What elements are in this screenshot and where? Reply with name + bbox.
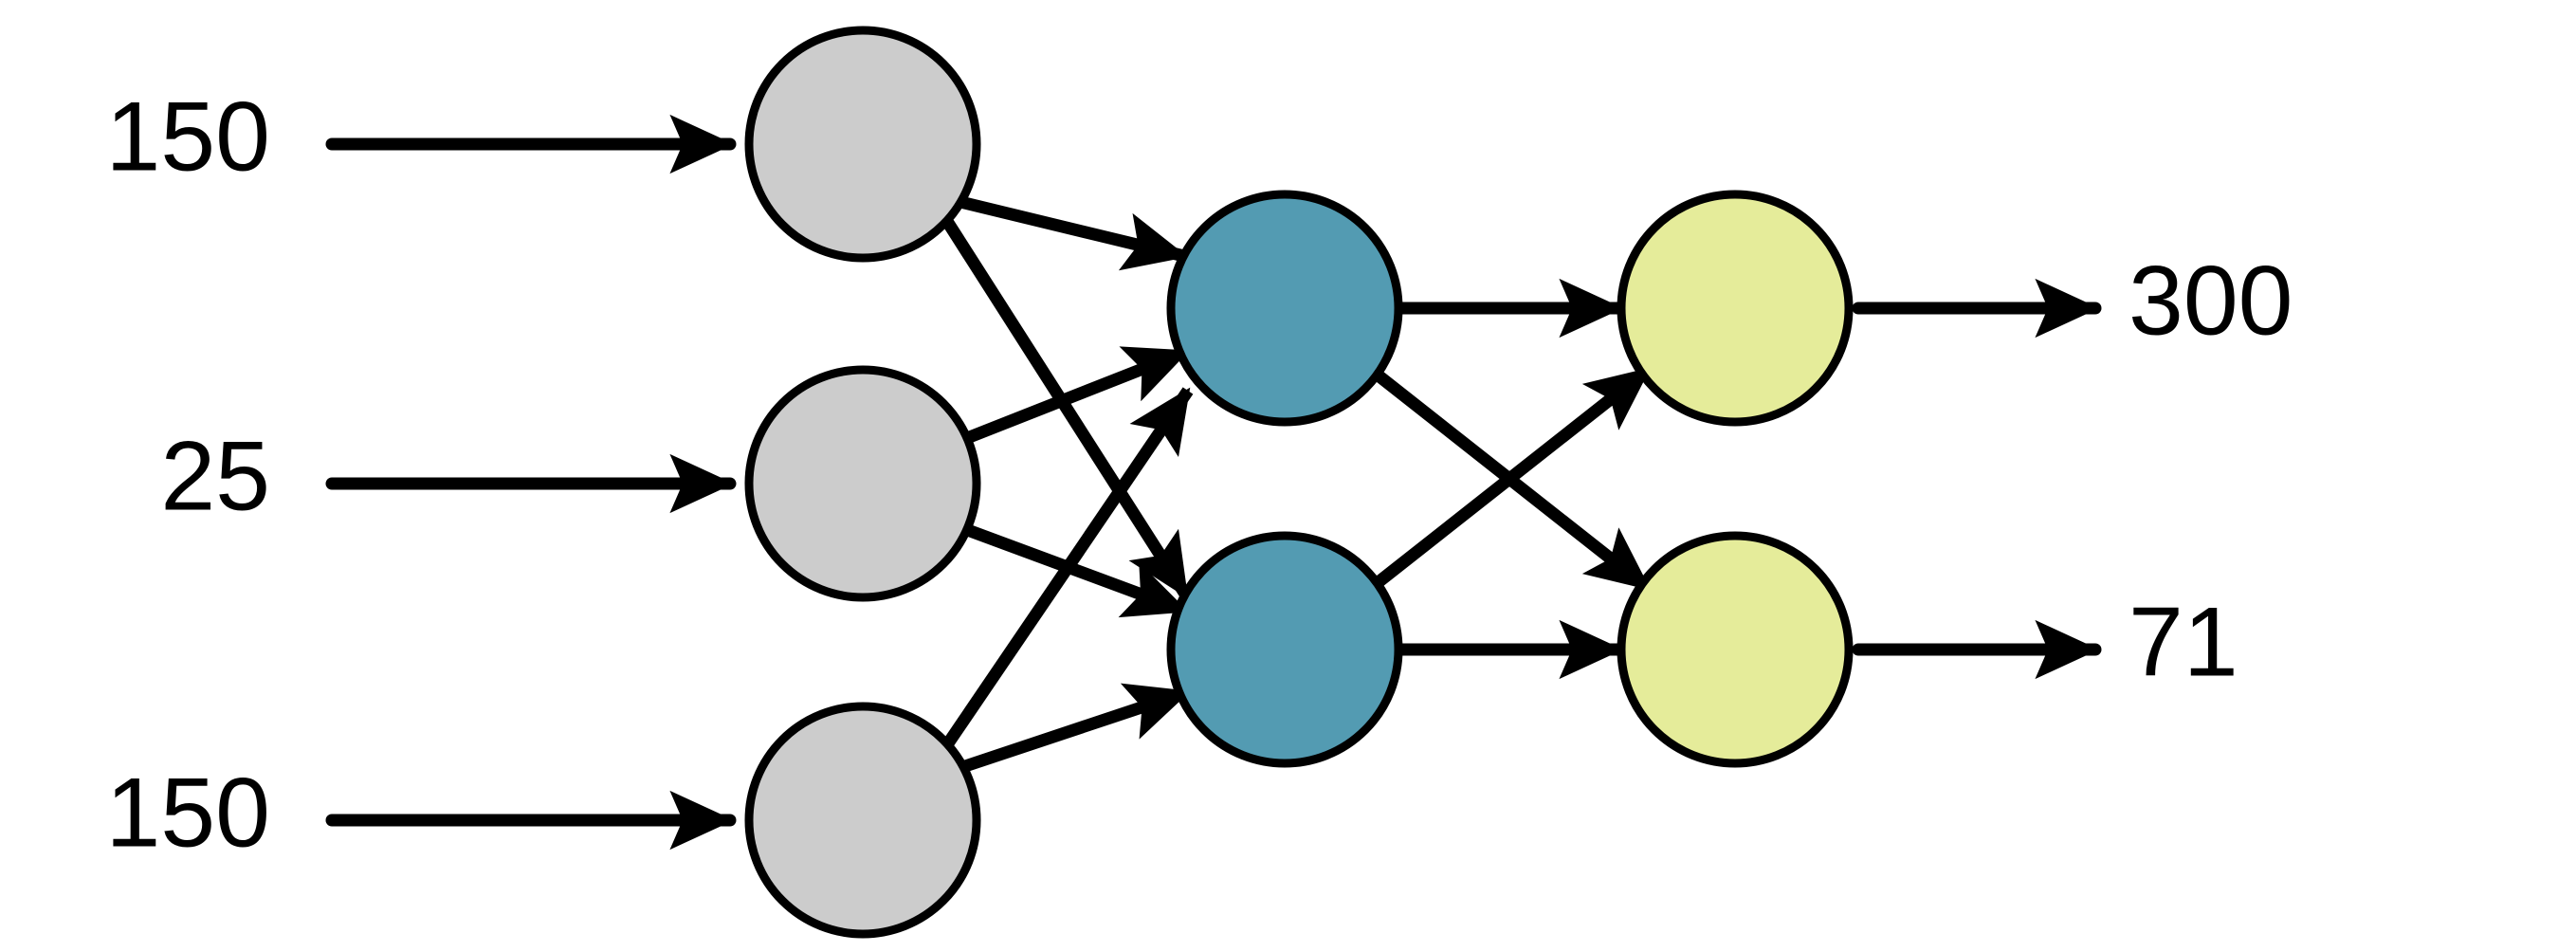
output-node-1[interactable] (1617, 190, 1854, 427)
hidden-layer-nodes-group (1166, 190, 1403, 768)
edge-input1-hidden1 (959, 195, 1188, 271)
output-value-labels-group: 300 71 (2128, 246, 2293, 697)
input-node-1[interactable] (744, 26, 981, 263)
input-to-hidden-edges-group (942, 195, 1194, 773)
input-value-label-2: 25 (160, 421, 270, 531)
output-value-label-1: 300 (2128, 246, 2293, 356)
input-node-2[interactable] (744, 365, 981, 602)
output-node-2[interactable] (1617, 531, 1854, 768)
edge-input2-hidden2 (962, 522, 1189, 618)
edge-input3-hidden2 (962, 683, 1191, 773)
output-value-label-2: 71 (2128, 587, 2238, 697)
hidden-node-2[interactable] (1166, 531, 1403, 768)
input-value-label-1: 150 (105, 82, 270, 192)
hidden-to-output-edges-group (1375, 278, 1653, 680)
hidden-node-1[interactable] (1166, 190, 1403, 427)
edge-input1-hidden2 (942, 219, 1192, 599)
input-layer-nodes-group (744, 26, 981, 939)
edge-input3-hidden1 (942, 387, 1194, 747)
output-layer-nodes-group (1617, 190, 1854, 768)
edge-input2-hidden1 (964, 345, 1190, 445)
input-node-3[interactable] (744, 702, 981, 939)
input-arrows-group (325, 114, 737, 851)
input-value-label-3: 150 (105, 758, 270, 868)
edge-hidden2-output1 (1375, 364, 1653, 587)
input-value-labels-group: 150 25 150 (105, 82, 270, 868)
output-arrows-group (1852, 278, 2102, 680)
